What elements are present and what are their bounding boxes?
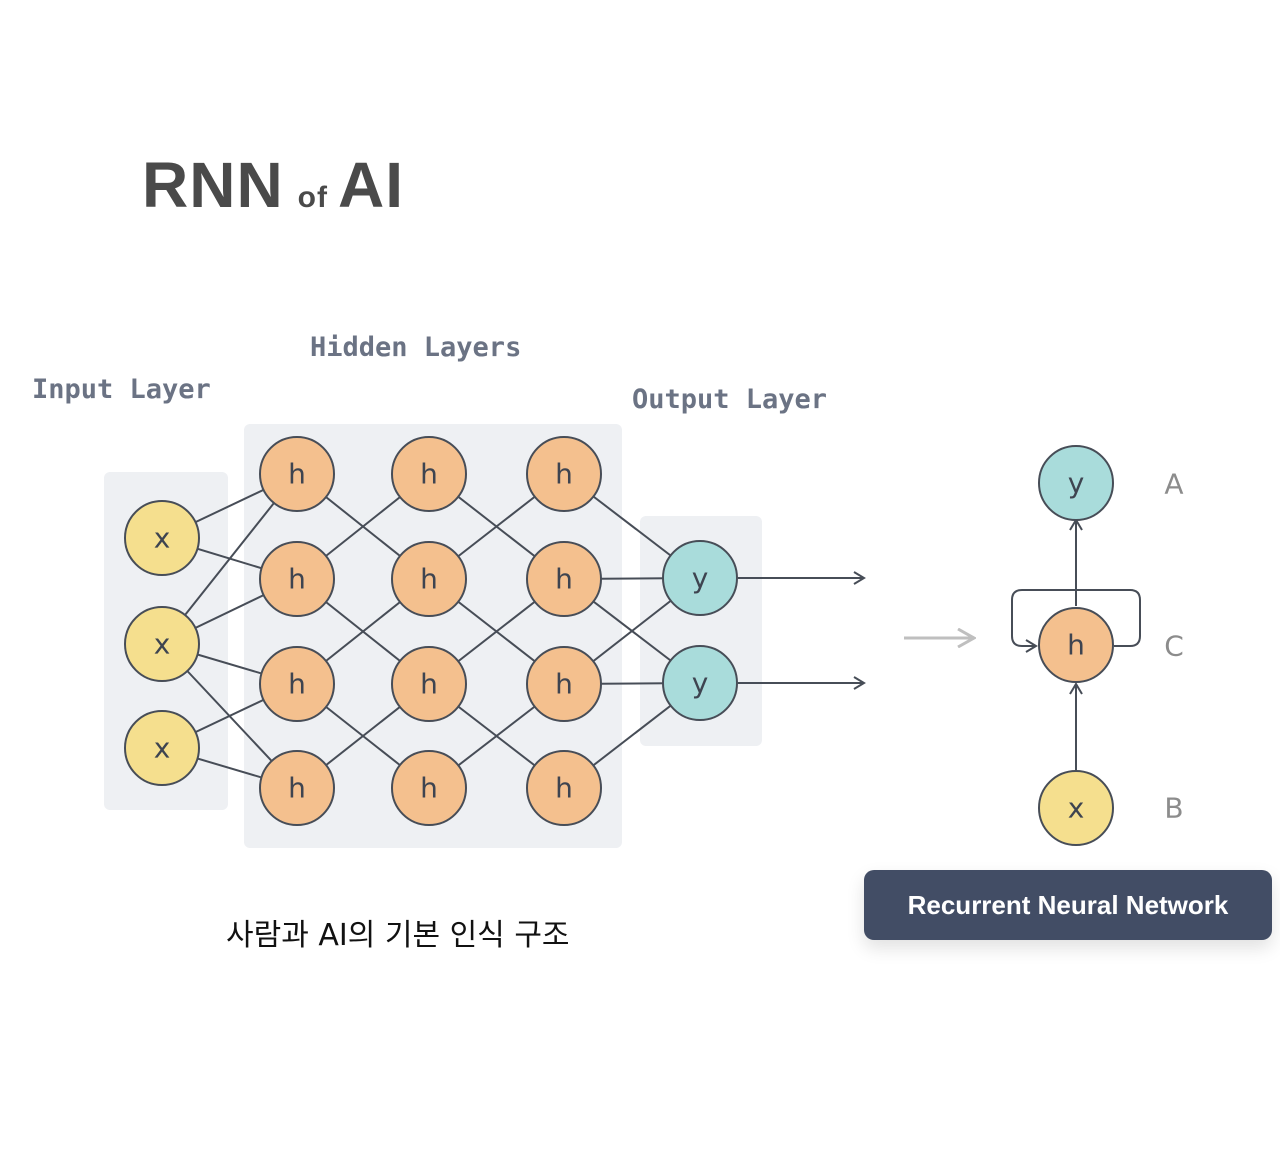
rnn-hidden-node: [1038, 607, 1114, 683]
hidden-node-3-2-circle: [526, 541, 602, 617]
input-node-3-circle: [124, 710, 200, 786]
input-node-2: x: [124, 606, 200, 682]
rnn-input-node: [1038, 770, 1114, 846]
hidden-node-2-1-circle: [391, 436, 467, 512]
hidden-node-2-3-circle: [391, 646, 467, 722]
rnn-badge: Recurrent Neural Network: [864, 870, 1272, 940]
hidden-node-3-2: h: [526, 541, 602, 617]
output-node-1-circle: [662, 540, 738, 616]
hidden-node-3-2-label: h: [555, 563, 573, 596]
hidden-layers-label: Hidden Layers: [310, 332, 522, 363]
hidden-node-1-3: h: [259, 646, 335, 722]
hidden-node-1-1-label: h: [288, 458, 306, 491]
hidden-node-3-1-circle: [526, 436, 602, 512]
hidden-node-2-2-circle: [391, 541, 467, 617]
hidden-node-1-2-circle: [259, 541, 335, 617]
hidden-node-1-4: h: [259, 750, 335, 826]
hidden-node-1-2: h: [259, 541, 335, 617]
title-connector: of: [297, 181, 328, 214]
rnn-output-tag: A: [1164, 468, 1183, 501]
hidden-node-3-4-label: h: [555, 772, 573, 805]
page-title: RNN of AI: [142, 148, 404, 222]
input-node-1: x: [124, 500, 200, 576]
hidden-node-3-3-circle: [526, 646, 602, 722]
hidden-node-1-4-circle: [259, 750, 335, 826]
input-node-1-label: x: [154, 522, 171, 555]
input-node-3: x: [124, 710, 200, 786]
hidden-node-1-1-circle: [259, 436, 335, 512]
hidden-node-1-3-label: h: [288, 668, 306, 701]
caption: 사람과 AI의 기본 인식 구조: [226, 918, 570, 953]
hidden-node-1-3-circle: [259, 646, 335, 722]
rnn-output-node-label: y: [1068, 467, 1085, 500]
rnn-input-tag: B: [1164, 792, 1183, 825]
title-main: RNN: [142, 149, 284, 221]
hidden-node-3-1: h: [526, 436, 602, 512]
hidden-node-1-2-label: h: [288, 563, 306, 596]
hidden-node-3-3-label: h: [555, 668, 573, 701]
hidden-node-2-4-circle: [391, 750, 467, 826]
output-node-1-label: y: [692, 562, 709, 595]
input-node-2-label: x: [154, 628, 171, 661]
hidden-node-3-4-circle: [526, 750, 602, 826]
input-node-3-label: x: [154, 732, 171, 765]
output-node-1: y: [662, 540, 738, 616]
rnn-hidden-tag: C: [1164, 630, 1184, 663]
input-node-1-circle: [124, 500, 200, 576]
rnn-recurrent-loop: [1011, 589, 1141, 653]
hidden-node-2-2-label: h: [420, 563, 438, 596]
input-node-2-circle: [124, 606, 200, 682]
hidden-node-2-4: h: [391, 750, 467, 826]
output-layer-label: Output Layer: [632, 384, 828, 415]
edges: [161, 473, 701, 789]
hidden-node-2-4-label: h: [420, 772, 438, 805]
hidden-node-2-1-label: h: [420, 458, 438, 491]
hidden-node-2-3-label: h: [420, 668, 438, 701]
output-node-2-circle: [662, 645, 738, 721]
input-layer-label: Input Layer: [32, 374, 211, 405]
hidden-node-2-1: h: [391, 436, 467, 512]
nodes: x x x h h h h h h h h h h h h y y: [124, 436, 738, 826]
rnn-input-node-label: x: [1068, 792, 1085, 825]
hidden-node-1-1: h: [259, 436, 335, 512]
hidden-node-3-4: h: [526, 750, 602, 826]
hidden-node-2-2: h: [391, 541, 467, 617]
rnn-hidden-node-label: h: [1067, 629, 1085, 662]
output-node-2: y: [662, 645, 738, 721]
rnn-output-node: [1038, 445, 1114, 521]
hidden-node-3-1-label: h: [555, 458, 573, 491]
hidden-node-1-4-label: h: [288, 772, 306, 805]
output-node-2-label: y: [692, 667, 709, 700]
title-subject: AI: [337, 149, 404, 221]
hidden-node-2-3: h: [391, 646, 467, 722]
hidden-node-3-3: h: [526, 646, 602, 722]
